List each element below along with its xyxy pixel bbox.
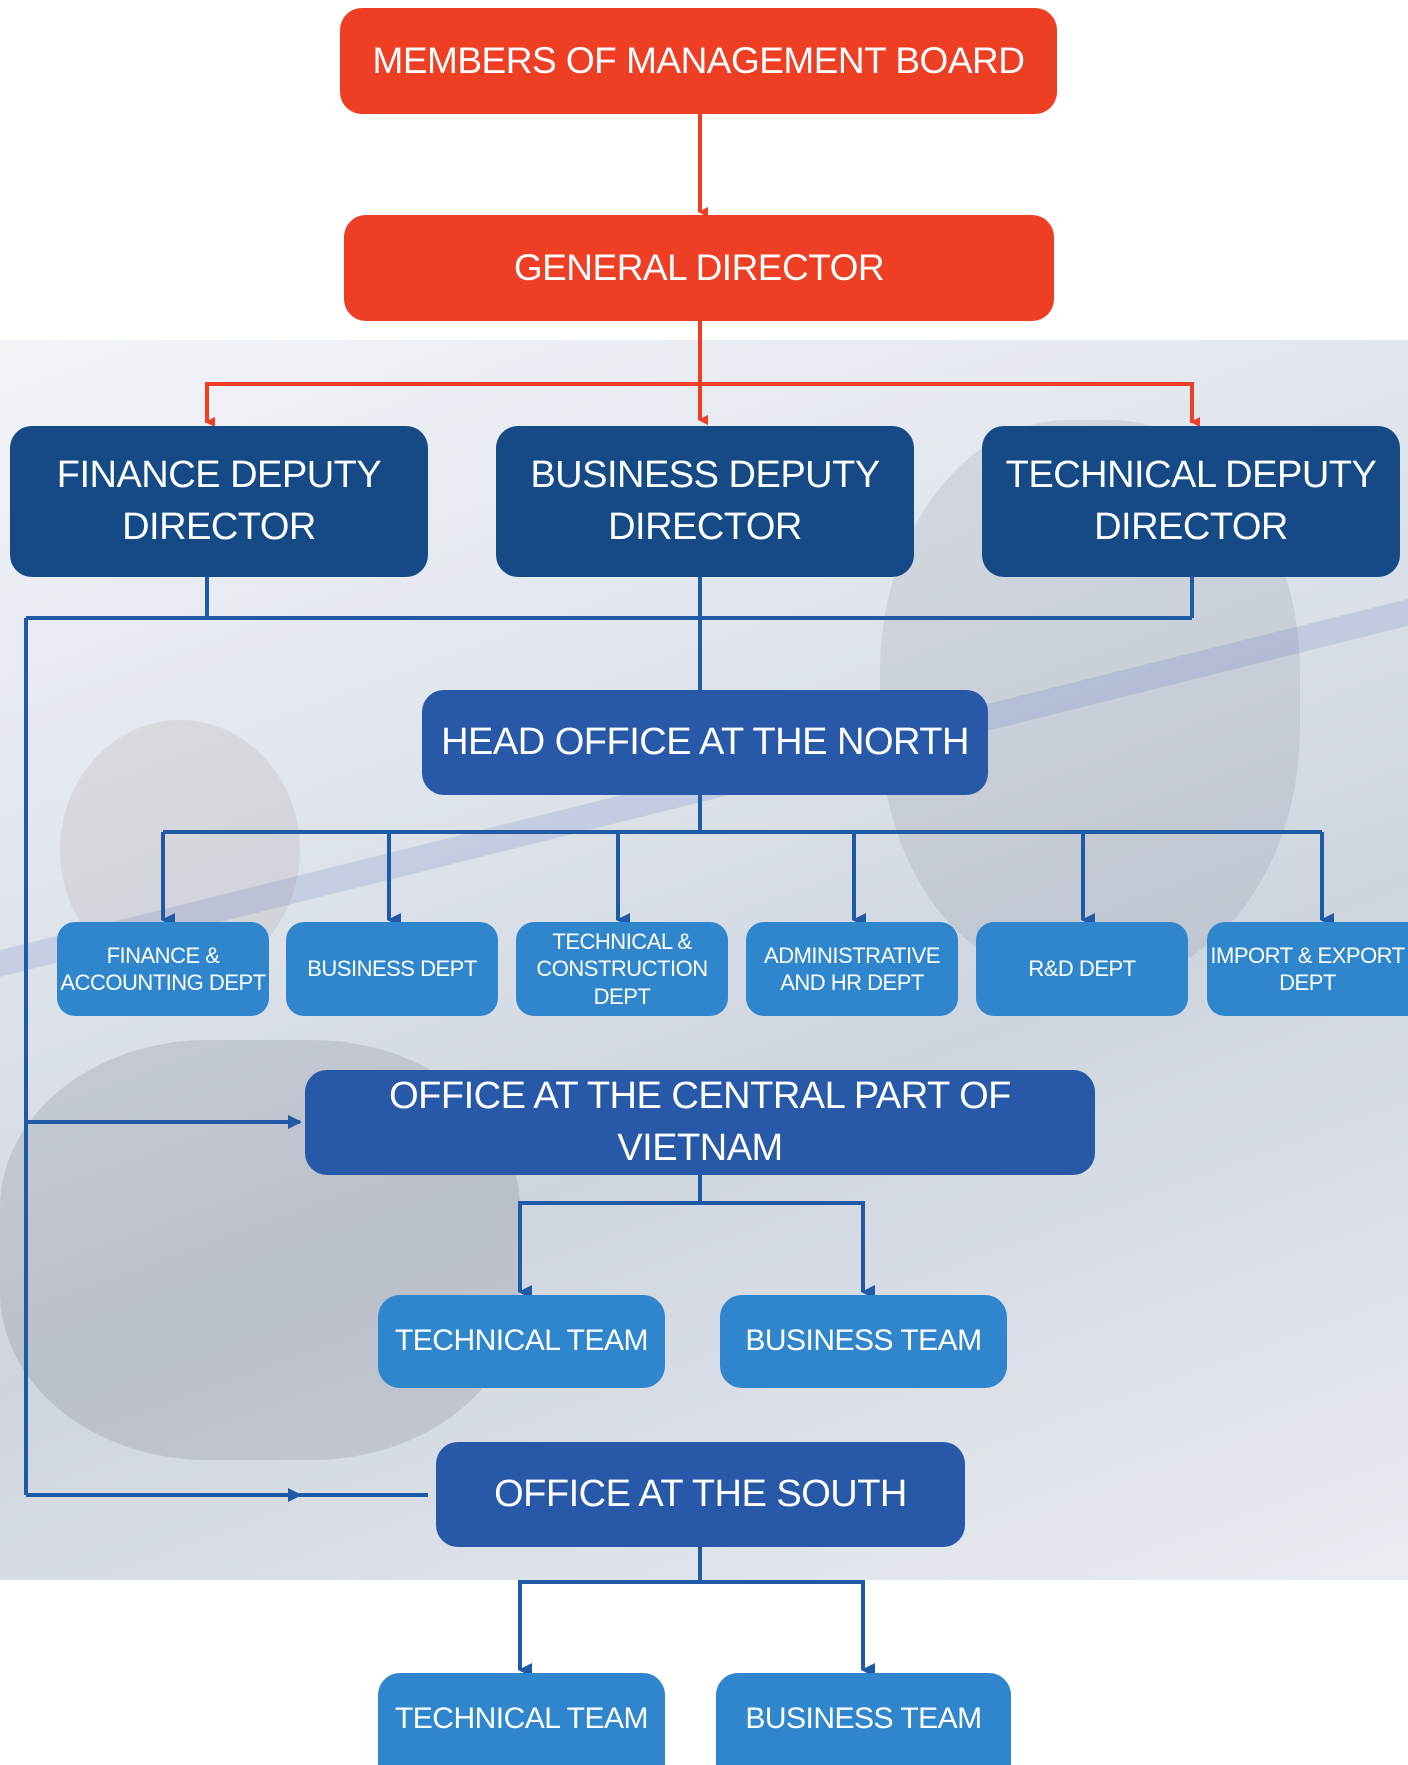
dept-import-export: IMPORT & EXPORT DEPT <box>1207 922 1408 1016</box>
general-director-label: GENERAL DIRECTOR <box>513 247 885 289</box>
south-office-box: OFFICE AT THE SOUTH <box>436 1442 965 1547</box>
deputy-label-line1: TECHNICAL DEPUTY <box>1005 454 1377 497</box>
dept-finance-accounting: FINANCE & ACCOUNTING DEPT <box>57 922 269 1016</box>
dept-label: DEPT <box>1279 970 1336 995</box>
dept-technical-construction: TECHNICAL & CONSTRUCTION DEPT <box>516 922 728 1016</box>
head-office-north-box: HEAD OFFICE AT THE NORTH <box>422 690 988 795</box>
dept-administrative-hr: ADMINISTRATIVE AND HR DEPT <box>746 922 958 1016</box>
head-office-label: HEAD OFFICE AT THE NORTH <box>441 720 969 763</box>
finance-deputy-director-box: FINANCE DEPUTY DIRECTOR <box>10 426 428 577</box>
dept-label: FINANCE & <box>106 942 220 968</box>
team-label: TECHNICAL TEAM <box>394 1324 649 1358</box>
deputy-label-line2: DIRECTOR <box>608 505 802 548</box>
central-office-label: OFFICE AT THE CENTRAL PART OF VIETNAM <box>389 1075 1011 1169</box>
dept-label: AND HR DEPT <box>780 970 924 995</box>
business-deputy-director-box: BUSINESS DEPUTY DIRECTOR <box>496 426 914 577</box>
central-technical-team-box: TECHNICAL TEAM <box>378 1295 665 1388</box>
deputy-label-line2: DIRECTOR <box>122 505 316 548</box>
dept-label: ADMINISTRATIVE <box>764 942 940 968</box>
deputy-label-line2: DIRECTOR <box>1094 505 1288 548</box>
dept-business: BUSINESS DEPT <box>286 922 498 1016</box>
management-board-box: MEMBERS OF MANAGEMENT BOARD <box>340 8 1057 114</box>
bottom-margin <box>0 1580 1408 1765</box>
central-office-box: OFFICE AT THE CENTRAL PART OF VIETNAM <box>305 1070 1095 1175</box>
central-business-team-box: BUSINESS TEAM <box>720 1295 1007 1388</box>
team-label: TECHNICAL TEAM <box>394 1701 649 1735</box>
dept-label: IMPORT & EXPORT <box>1210 942 1405 968</box>
general-director-box: GENERAL DIRECTOR <box>344 215 1054 321</box>
management-board-label: MEMBERS OF MANAGEMENT BOARD <box>372 40 1025 82</box>
deputy-label-line1: FINANCE DEPUTY <box>56 454 382 497</box>
blue-connectors <box>24 577 1334 1677</box>
dept-label: ACCOUNTING DEPT <box>60 970 266 995</box>
dept-label: CONSTRUCTION <box>536 956 708 982</box>
dept-label: R&D DEPT <box>1028 956 1136 982</box>
deputy-label-line1: BUSINESS DEPUTY <box>530 454 880 497</box>
team-label: BUSINESS TEAM <box>745 1701 982 1735</box>
dept-label: DEPT <box>593 983 651 1009</box>
south-business-team-box: BUSINESS TEAM <box>716 1673 1011 1765</box>
dept-label: BUSINESS DEPT <box>307 956 477 982</box>
south-office-label: OFFICE AT THE SOUTH <box>494 1472 907 1515</box>
dept-rnd: R&D DEPT <box>976 922 1188 1016</box>
dept-label: TECHNICAL & <box>552 928 692 954</box>
top-connectors <box>205 112 1200 427</box>
south-technical-team-box: TECHNICAL TEAM <box>378 1673 665 1765</box>
team-label: BUSINESS TEAM <box>745 1324 982 1358</box>
technical-deputy-director-box: TECHNICAL DEPUTY DIRECTOR <box>982 426 1400 577</box>
